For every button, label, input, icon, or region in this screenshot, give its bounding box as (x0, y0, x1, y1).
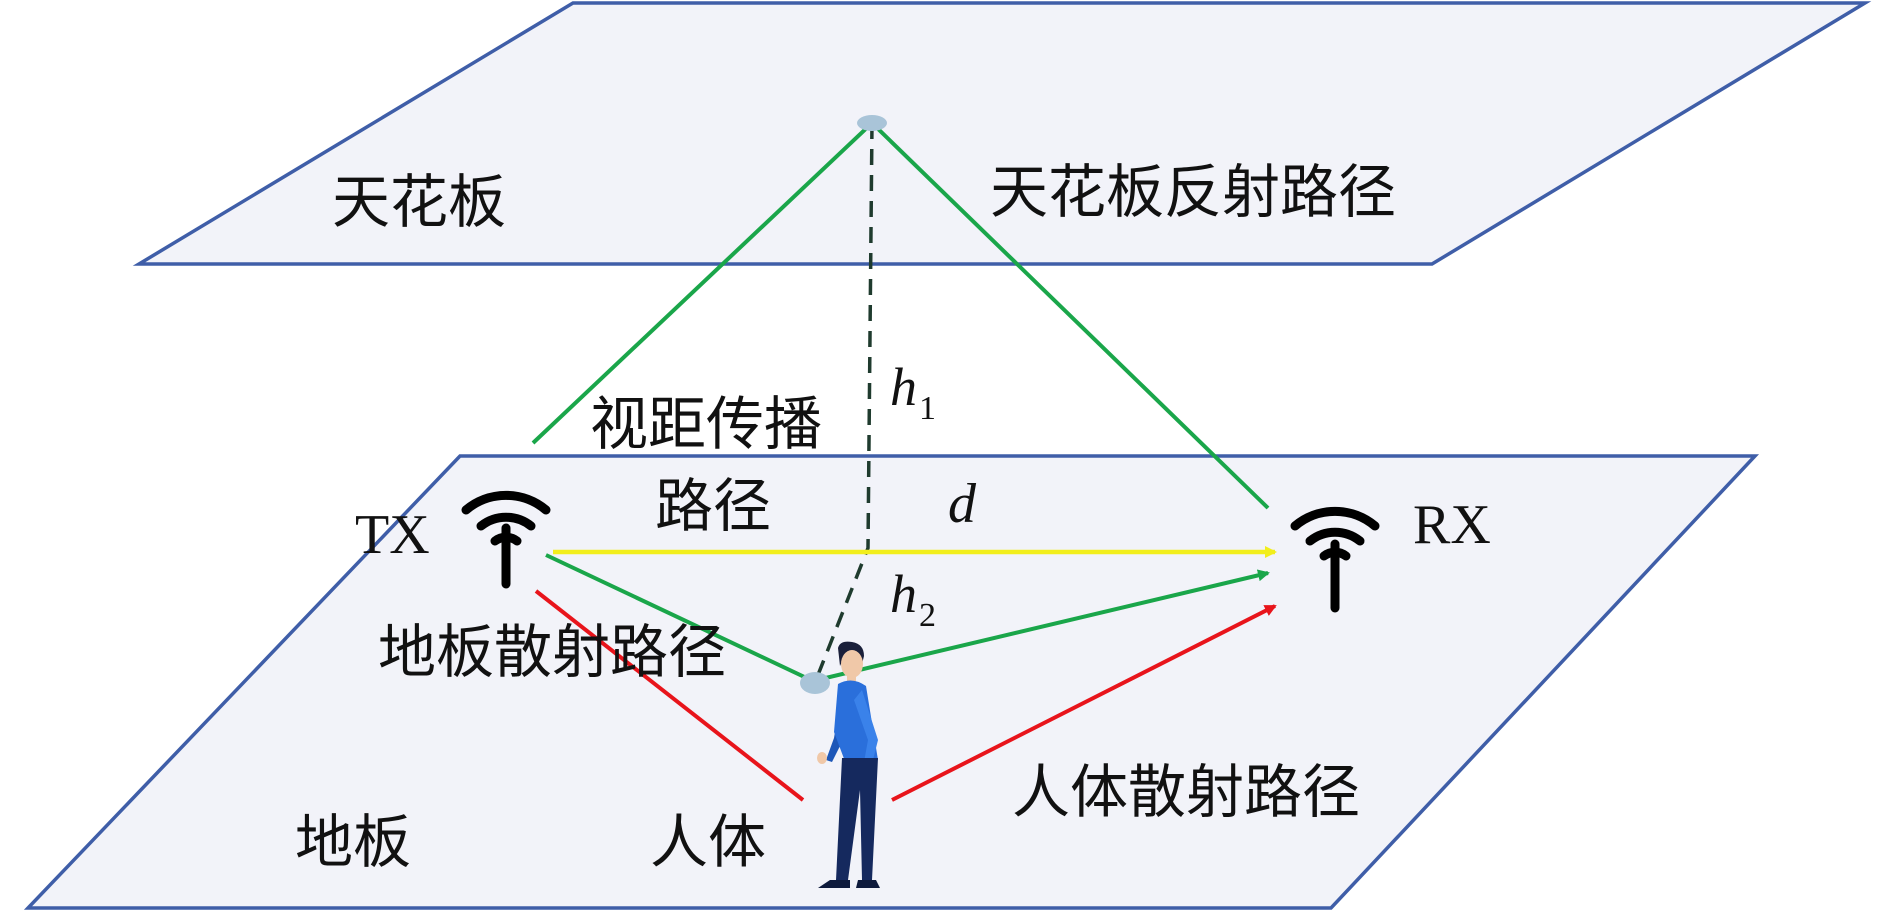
h2-subscript: 2 (919, 597, 936, 634)
ceiling-plane (132, 1, 1872, 266)
floor-scatter-path-label: 地板散射路径 (378, 618, 726, 686)
h1-subscript: 1 (919, 390, 936, 427)
human-scatter-path-label: 人体散射路径 (1012, 758, 1360, 826)
human-scatter-path-in (534, 589, 805, 802)
floor-label: 地板 (295, 808, 411, 876)
height-dashed-line (814, 122, 874, 681)
h1-label: h1 (890, 357, 936, 427)
h2-base: h (890, 564, 917, 624)
antenna-icon (461, 490, 551, 589)
person-icon (817, 641, 880, 888)
antenna-icon (1290, 506, 1380, 613)
tx-label: TX (355, 504, 430, 566)
human-scatter-path-out (891, 604, 1277, 802)
h1-base: h (890, 357, 917, 417)
distance-label: d (948, 473, 977, 535)
los-path-label-line2: 路径 (655, 472, 771, 540)
ceiling-reflection-point (857, 115, 887, 131)
h2-label: h2 (890, 564, 936, 634)
rx-label: RX (1413, 494, 1491, 556)
ceiling-label: 天花板 (332, 168, 506, 236)
los-path-label-line1: 视距传播 (590, 390, 822, 458)
floor-plane (23, 454, 1760, 910)
floor-scatter-point (800, 672, 830, 694)
ceiling-reflection-path-label: 天花板反射路径 (990, 158, 1396, 226)
human-label: 人体 (650, 808, 766, 876)
